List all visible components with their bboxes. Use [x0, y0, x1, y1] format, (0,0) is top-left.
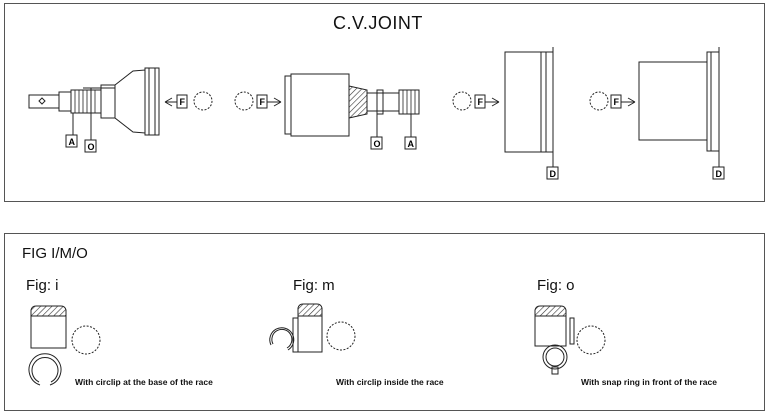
label-f-1: F: [180, 97, 186, 107]
race-diagram-2: [589, 47, 720, 167]
label-o-1: O: [88, 142, 95, 152]
label-a-2: A: [408, 139, 415, 149]
label-f-3: F: [478, 97, 484, 107]
fig-m-label: Fig: m: [293, 277, 335, 294]
fig-imo-diagrams: [28, 303, 606, 386]
fig-o-diagram: [534, 305, 606, 375]
cv-joint-panel: C.V.JOINT: [4, 3, 765, 202]
fig-o-caption: With snap ring in front of the race: [581, 377, 717, 387]
cv-joint-diagrams: A O F F O: [28, 47, 725, 180]
label-o-2: O: [374, 139, 381, 149]
fig-i-caption: With circlip at the base of the race: [75, 377, 213, 387]
label-d-2: D: [716, 169, 723, 179]
race-diagram-1: [452, 47, 554, 167]
fig-m-caption: With circlip inside the race: [336, 377, 444, 387]
fig-o-label: Fig: o: [537, 277, 575, 294]
fig-imo-title: FIG I/M/O: [22, 245, 88, 262]
cv-joint-title: C.V.JOINT: [333, 13, 423, 33]
cv-joint-outer-diagram: [28, 67, 213, 140]
fig-imo-panel: FIG I/M/O Fig: i Fig: m Fig: o: [4, 233, 765, 411]
fig-i-label: Fig: i: [26, 277, 59, 294]
label-f-4: F: [614, 97, 620, 107]
label-a-1: A: [69, 137, 76, 147]
fig-m-diagram: [269, 303, 356, 353]
label-d-1: D: [550, 169, 557, 179]
label-f-2: F: [260, 97, 266, 107]
cv-joint-inner-diagram: [234, 73, 420, 137]
fig-i-diagram: [28, 305, 101, 386]
